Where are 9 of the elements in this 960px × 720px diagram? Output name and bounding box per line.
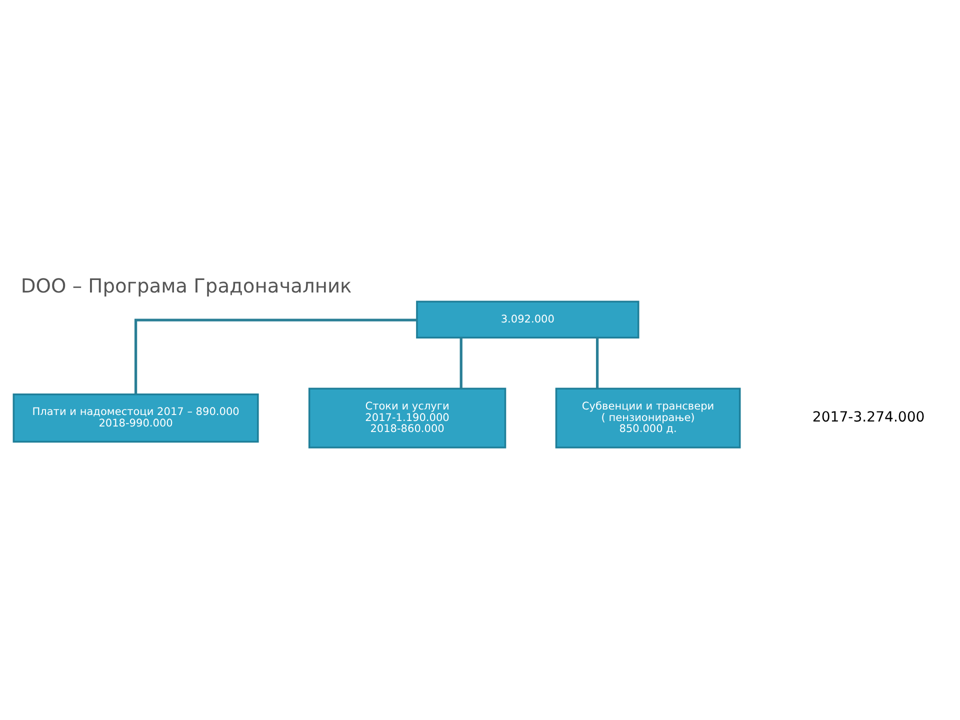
label: 2017-3.274.000 — [812, 408, 925, 425]
connector — [460, 337, 462, 388]
node-box: Субвенции и трансвери ( пензионирање) 850.000 д. — [555, 387, 741, 448]
connector — [596, 337, 599, 388]
node-box: Плати и надоместоци 2017 – 890.000 2018-990.000 — [12, 392, 259, 442]
node-box: Стоки и услуги 2017-1.190.000 2018-860.000 — [308, 387, 506, 448]
node-box: 3.092.000 — [416, 300, 640, 338]
diagram-title: DOO – Програма Градоначалник — [20, 274, 352, 297]
connector — [134, 318, 417, 394]
